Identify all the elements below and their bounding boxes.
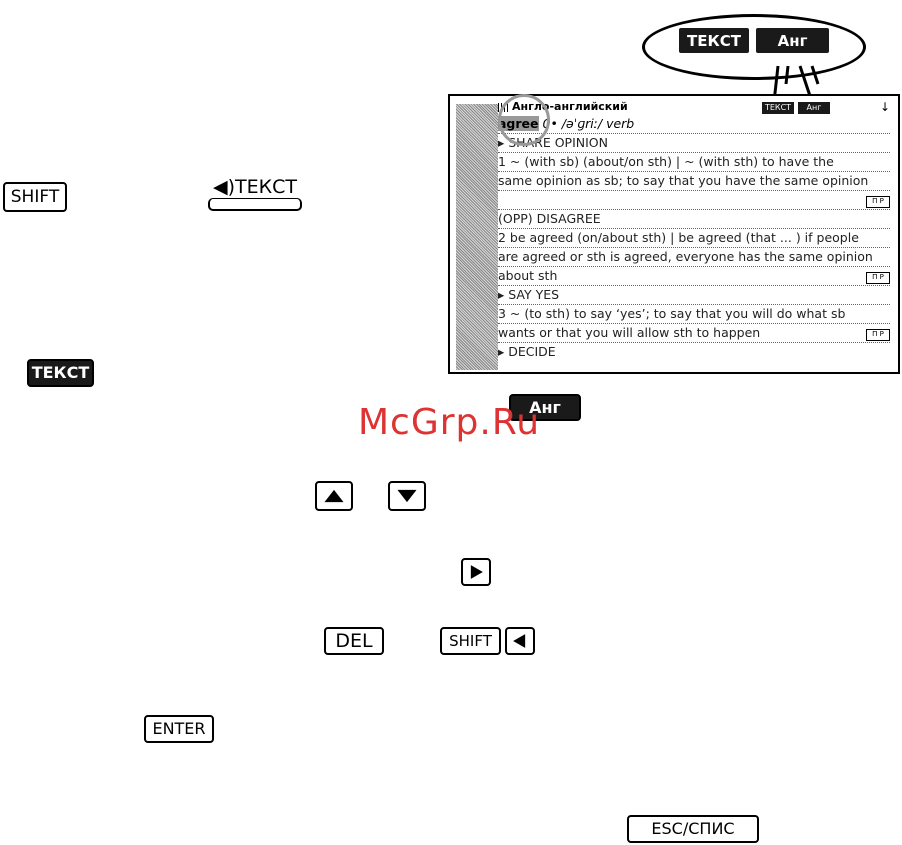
entry-line: ▸ SHARE OPINION xyxy=(498,133,890,153)
entry-line: wants or that you will allow sth to happ… xyxy=(498,323,890,343)
dictionary-screen: Англо-английский ТЕКСТ Анг ↓ agree 0• /ə… xyxy=(448,94,900,374)
left-arrow-key[interactable] xyxy=(505,627,535,655)
left-arrow-icon xyxy=(513,634,526,648)
tekst-speaker-label: ◀)ТЕКСТ xyxy=(213,176,297,198)
screen-header: Англо-английский ТЕКСТ Анг ↓ xyxy=(498,100,890,116)
entry-line: ▸ SAY YES xyxy=(498,285,890,305)
entry-line: 3 ~ (to sth) to say ‘yes’; to say that y… xyxy=(498,304,890,324)
entry-line: are agreed or sth is agreed, everyone ha… xyxy=(498,247,890,267)
pronunciation: 0• /əˈɡriː/ verb xyxy=(542,116,635,131)
status-ang-chip: Анг xyxy=(798,102,830,114)
shift-key[interactable]: SHIFT xyxy=(3,182,67,212)
ang-key[interactable]: Анг xyxy=(509,394,581,421)
example-badge[interactable]: П Р xyxy=(866,329,890,341)
watermark: McGrp.Ru xyxy=(358,402,541,443)
entry-line: about sth xyxy=(498,266,890,286)
tekst-key[interactable]: ТЕКСТ xyxy=(27,359,94,387)
hatch-panel xyxy=(456,104,498,370)
example-badge[interactable]: П Р xyxy=(866,272,890,284)
entry-line: ▸ DECIDE xyxy=(498,344,556,359)
entry-line: 1 ~ (with sb) (about/on sth) | ~ (with s… xyxy=(498,152,890,172)
entry-line: (OPP) DISAGREE xyxy=(498,209,890,229)
down-arrow-icon xyxy=(397,489,417,503)
del-key[interactable]: DEL xyxy=(324,627,384,655)
right-arrow-key[interactable] xyxy=(461,558,491,586)
bubble-ang-chip: Анг xyxy=(756,28,829,53)
example-badge[interactable]: П Р xyxy=(866,196,890,208)
highlight-circle xyxy=(498,94,550,146)
headword-line: agree 0• /əˈɡriː/ verb xyxy=(498,116,890,134)
tekst-speaker-underline xyxy=(208,198,302,211)
shift-key-small[interactable]: SHIFT xyxy=(440,627,501,655)
down-arrow-key[interactable] xyxy=(388,481,426,511)
entry-line xyxy=(498,190,890,210)
esc-list-key[interactable]: ESC/СПИС xyxy=(627,815,759,843)
status-tekst-chip: ТЕКСТ xyxy=(762,102,794,114)
bubble-tekst-chip: ТЕКСТ xyxy=(679,28,749,53)
scroll-down-icon: ↓ xyxy=(879,100,890,114)
up-arrow-icon xyxy=(324,489,344,503)
right-arrow-icon xyxy=(470,565,483,579)
up-arrow-key[interactable] xyxy=(315,481,353,511)
tekst-speaker-key[interactable]: ◀)ТЕКСТ xyxy=(206,176,304,212)
enter-key[interactable]: ENTER xyxy=(144,715,214,743)
status-callout-bubble xyxy=(642,14,866,80)
entry-line: same opinion as sb; to say that you have… xyxy=(498,171,890,191)
entry-line: 2 be agreed (on/about sth) | be agreed (… xyxy=(498,228,890,248)
